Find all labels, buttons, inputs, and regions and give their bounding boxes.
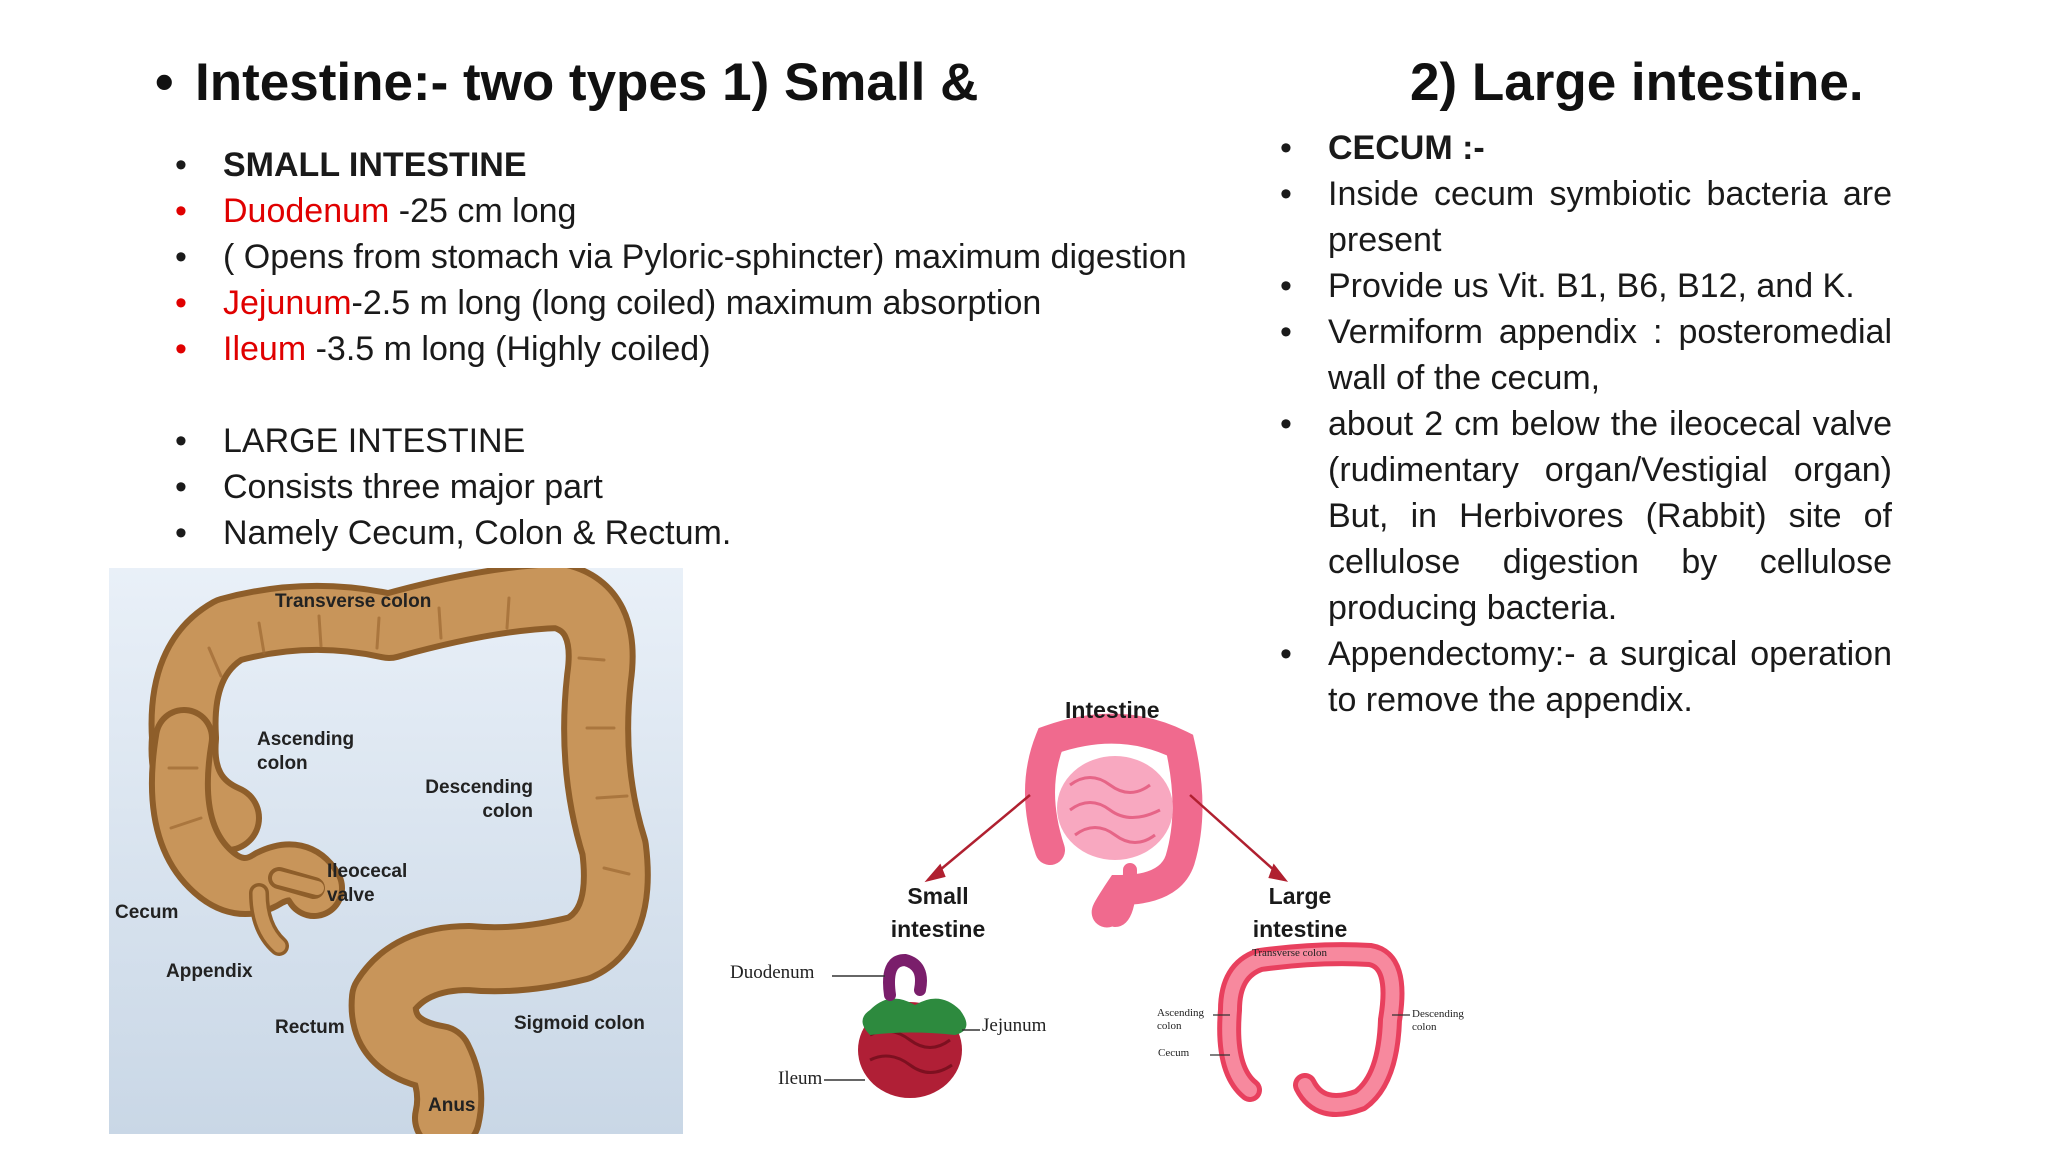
label-cecum: Cecum	[115, 902, 179, 923]
label-ileum: Ileum	[778, 1068, 823, 1089]
label-small-transverse-colon: Transverse colon	[1252, 947, 1328, 959]
cecum-list: •CECUM :- •Inside cecum symbiotic bacter…	[1280, 125, 1892, 723]
label-jejunum: Jejunum	[982, 1015, 1047, 1036]
list-item-duodenum: •Duodenum -25 cm long	[175, 192, 577, 230]
list-item-ileum: •Ileum -3.5 m long (Highly coiled)	[175, 330, 711, 368]
label-rectum: Rectum	[275, 1017, 345, 1038]
label-duodenum: Duodenum	[730, 962, 815, 983]
list-item-small-intestine: •SMALL INTESTINE	[175, 146, 527, 184]
list-item-large-intestine: •LARGE INTESTINE	[175, 422, 526, 460]
title-part-large: 2) Large intestine.	[1410, 53, 1864, 112]
label-transverse-colon: Transverse colon	[275, 591, 432, 612]
label-intestine: Intestine	[1065, 697, 1160, 723]
list-item-three-parts: •Consists three major part	[175, 468, 603, 506]
title-part-small: Intestine:- two types 1) Small &	[195, 53, 979, 112]
intestine-types-illustration	[824, 713, 1410, 1117]
list-item-vitamins: •Provide us Vit. B1, B6, B12, and K.	[1280, 267, 1855, 305]
list-item-ileocecal-valve: •about 2 cm below the ileocecal valve (r…	[1280, 405, 1892, 627]
list-item-jejunum: •Jejunum-2.5 m long (long coiled) maximu…	[175, 284, 1042, 322]
label-small-cecum: Cecum	[1158, 1047, 1190, 1059]
title-bullet: •	[155, 53, 174, 112]
colon-illustration	[148, 561, 651, 1152]
label-appendix: Appendix	[166, 961, 253, 982]
list-spacer	[175, 372, 1255, 418]
label-anus: Anus	[428, 1095, 476, 1116]
list-item-cecum-heading: •CECUM :-	[1280, 129, 1485, 167]
list-item-vermiform-appendix: •Vermiform appendix : posteromedial wall…	[1280, 313, 1892, 397]
label-sigmoid-colon: Sigmoid colon	[514, 1013, 645, 1034]
list-item-symbiotic-bacteria: •Inside cecum symbiotic bacteria are pre…	[1280, 175, 1892, 259]
list-item-pyloric: •( Opens from stomach via Pyloric-sphinc…	[175, 238, 1187, 276]
small-large-intestine-list: •SMALL INTESTINE •Duodenum -25 cm long •…	[175, 142, 1255, 556]
list-item-cecum-colon-rectum: •Namely Cecum, Colon & Rectum.	[175, 514, 732, 552]
list-item-appendectomy: •Appendectomy:- a surgical operation to …	[1280, 635, 1892, 719]
